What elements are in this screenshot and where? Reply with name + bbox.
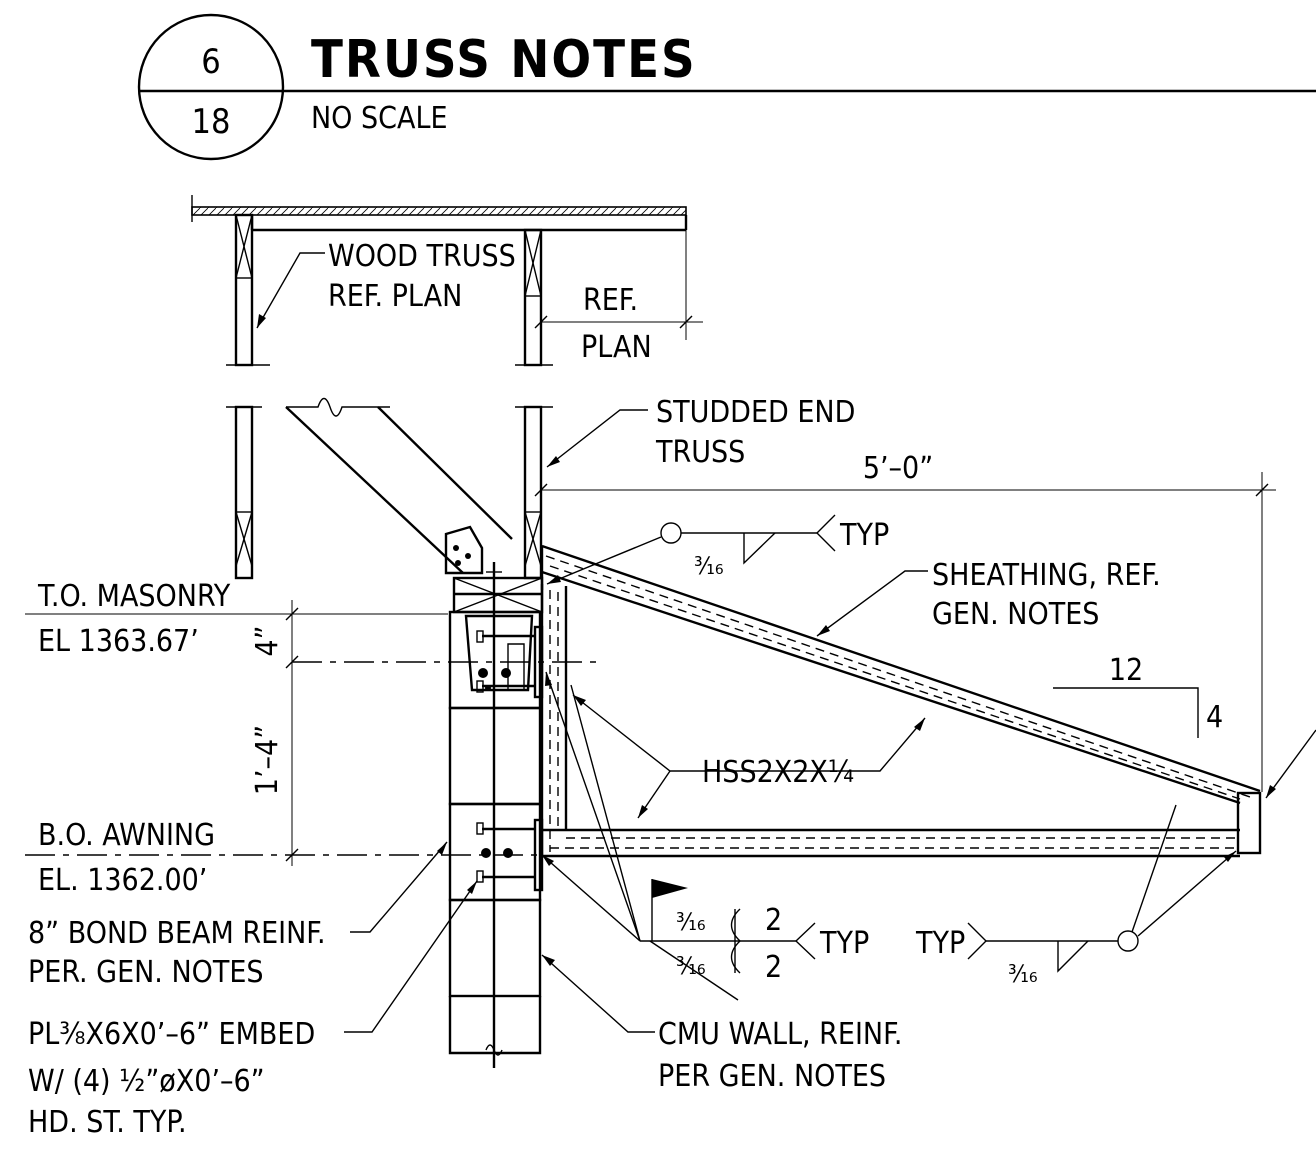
- cmu-label-line2: PER GEN. NOTES: [658, 1059, 886, 1094]
- detail-title-block: 6 18 TRUSS NOTES NO SCALE: [137, 13, 1316, 161]
- sheathing-label-line1: SHEATHING, REF.: [932, 558, 1161, 593]
- bond-beam-cavity: [464, 614, 534, 692]
- bond-beam-label-line2: PER. GEN. NOTES: [28, 955, 264, 990]
- embed-label-line3: HD. ST. TYP.: [28, 1105, 187, 1140]
- slope-rise: 4: [1206, 700, 1223, 735]
- upper-mid-post: [523, 228, 543, 367]
- top-weld-tail: TYP: [839, 518, 889, 553]
- field-weld-flag: [652, 879, 688, 898]
- slope-run: 12: [1109, 653, 1143, 688]
- upper-sheathing: [191, 206, 687, 216]
- dim-overhang: 5’–0”: [863, 451, 933, 486]
- top-weld-size: ³⁄₁₆: [694, 552, 724, 580]
- dim-lower: 1’–4”: [250, 725, 285, 795]
- cmu-wall: [448, 562, 544, 1068]
- mid-weld-length-lower: 2: [765, 950, 782, 985]
- slope-indicator: [1053, 687, 1199, 738]
- upper-left-post: [234, 213, 254, 367]
- hss-leaders: [572, 694, 926, 819]
- mid-weld-size-lower: ³⁄₁₆: [676, 952, 706, 980]
- bond-beam-label-line1: 8” BOND BEAM REINF.: [28, 916, 326, 951]
- right-weld-tail: TYP: [915, 926, 965, 961]
- wood-truss-label-line1: WOOD TRUSS: [328, 239, 516, 274]
- embed-label-line2: W/ (4) ½”øX0’–6”: [28, 1064, 265, 1099]
- sheathing-leader: [816, 570, 928, 637]
- lower-truss-section: [226, 397, 553, 614]
- mid-weld-tail: TYP: [819, 926, 869, 961]
- hss-awning-frame: [540, 544, 1262, 858]
- awning-value: EL. 1362.00’: [38, 863, 207, 898]
- studded-label-line2: TRUSS: [655, 435, 745, 470]
- masonry-value: EL 1363.67’: [38, 624, 199, 659]
- detail-bubble: [137, 13, 285, 161]
- mid-weld-size-upper: ³⁄₁₆: [676, 908, 706, 936]
- bond-beam-leader: [350, 841, 448, 933]
- studded-label-line1: STUDDED END: [656, 395, 855, 430]
- ref-plan-label-line1: REF.: [583, 283, 638, 318]
- hss-label: HSS2X2X¼: [702, 755, 854, 790]
- overhang-dimension: [534, 472, 1276, 792]
- sheathing-label-line2: GEN. NOTES: [932, 597, 1099, 632]
- awning-label: B.O. AWNING: [38, 818, 215, 853]
- wood-truss-leader: [256, 252, 325, 329]
- mid-weld-symbol: [541, 671, 816, 1001]
- upper-truss-section: [191, 195, 703, 367]
- top-weld-symbol: [546, 514, 836, 585]
- cmu-leader: [541, 954, 655, 1033]
- cmu-label-line1: CMU WALL, REINF.: [658, 1017, 902, 1052]
- right-weld-size: ³⁄₁₆: [1008, 960, 1038, 988]
- truss-hanger-bracket: [444, 525, 484, 575]
- ref-plan-label-line2: PLAN: [581, 330, 652, 365]
- vertical-dimension-chain: [285, 600, 299, 866]
- studded-truss-leader: [546, 409, 648, 468]
- sheet-number: 18: [192, 102, 231, 142]
- masonry-label: T.O. MASONRY: [37, 579, 231, 614]
- mid-weld-length-upper: 2: [765, 903, 782, 938]
- embed-leader: [344, 880, 478, 1033]
- dim-upper: 4”: [250, 625, 285, 656]
- detail-title: TRUSS NOTES: [311, 30, 697, 90]
- lower-left-post: [234, 405, 254, 580]
- wood-truss-label-line2: REF. PLAN: [328, 279, 462, 314]
- embed-label-line1: PL⅜X6X0’–6” EMBED: [28, 1017, 315, 1052]
- right-weld-symbol: [967, 729, 1316, 973]
- hss-end-post: [1236, 791, 1262, 855]
- scale-note: NO SCALE: [311, 101, 448, 136]
- detail-number: 6: [201, 42, 220, 82]
